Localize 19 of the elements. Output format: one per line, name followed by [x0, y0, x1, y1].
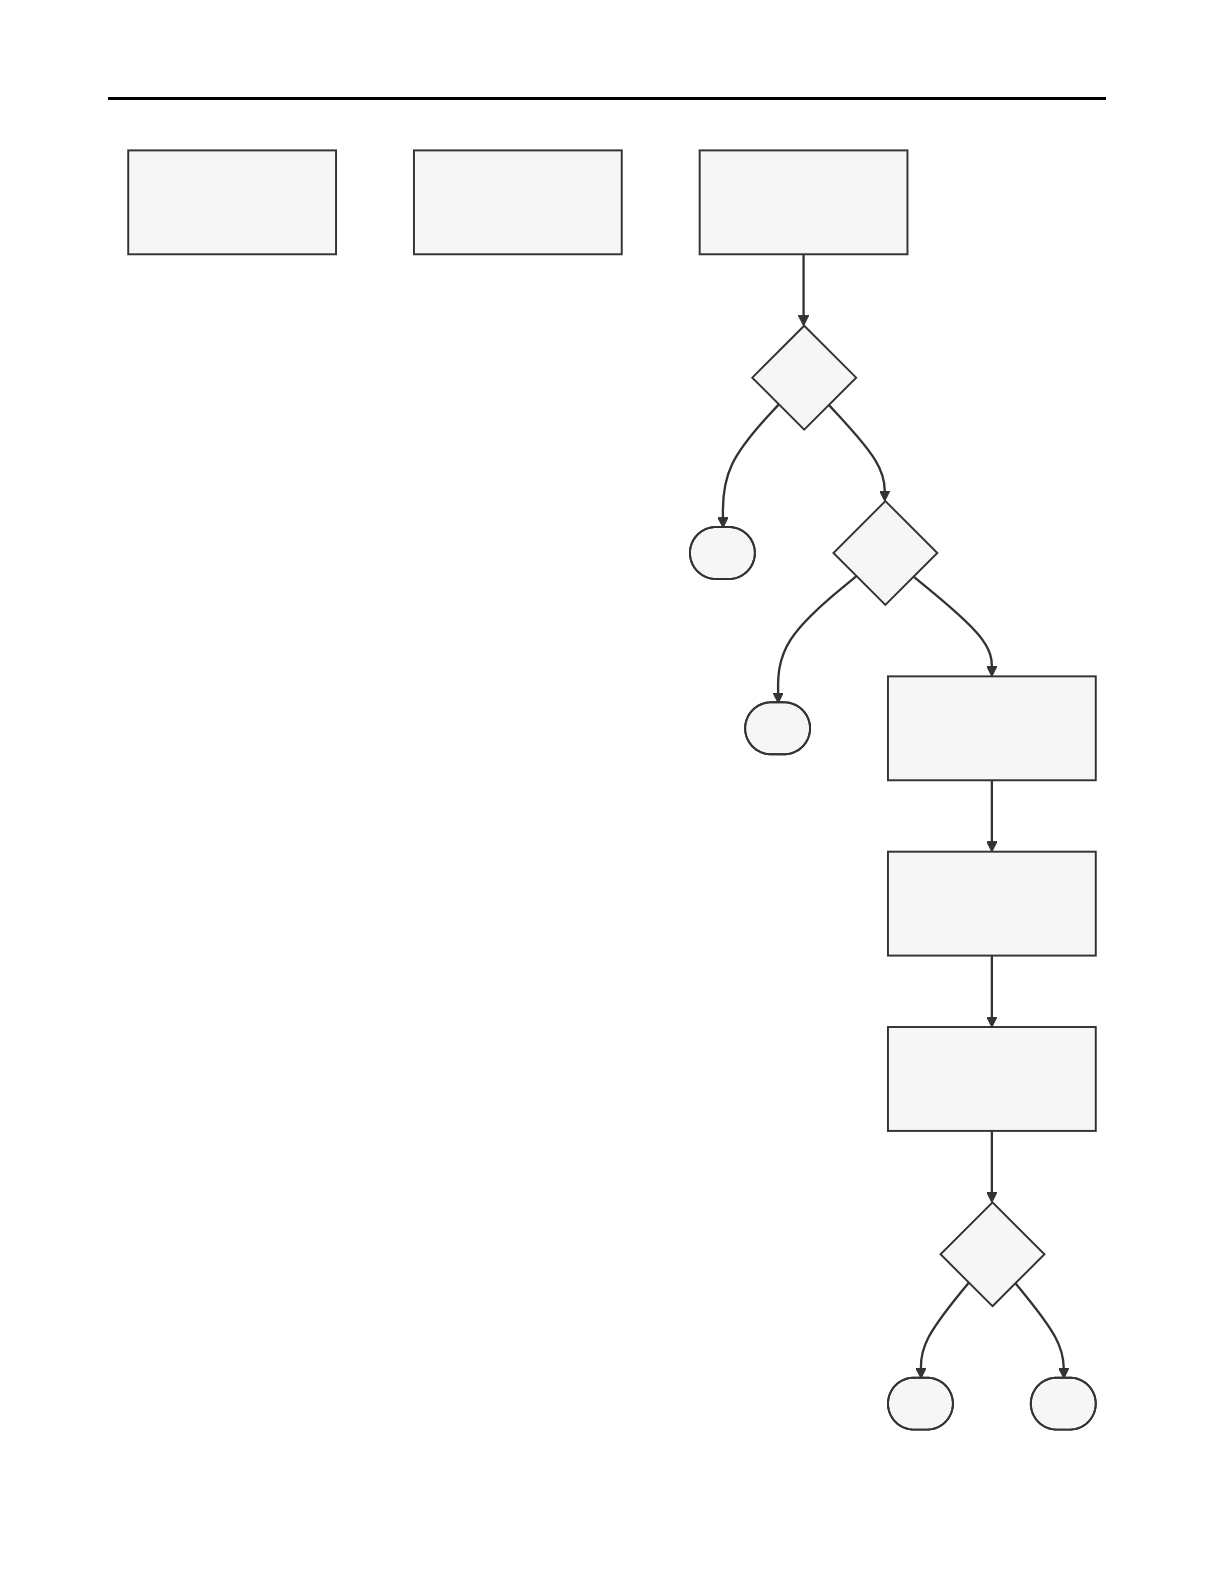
arrow [986, 955, 998, 1028]
arrow [912, 575, 998, 677]
node-box [887, 850, 1097, 957]
node-box [698, 149, 909, 256]
node-box [887, 675, 1097, 782]
arrow [717, 403, 780, 529]
arrow [827, 403, 891, 502]
node-diamond [832, 499, 939, 607]
arrow [915, 1282, 970, 1379]
arrow [986, 1130, 998, 1203]
node-box [887, 1026, 1097, 1132]
node-box [127, 149, 337, 256]
arrow [772, 575, 857, 704]
node-diamond [939, 1200, 1046, 1308]
arrow [1014, 1282, 1070, 1379]
arrow [797, 254, 810, 327]
node-diamond [750, 324, 858, 431]
node-box [412, 149, 623, 256]
arrow [986, 780, 998, 853]
